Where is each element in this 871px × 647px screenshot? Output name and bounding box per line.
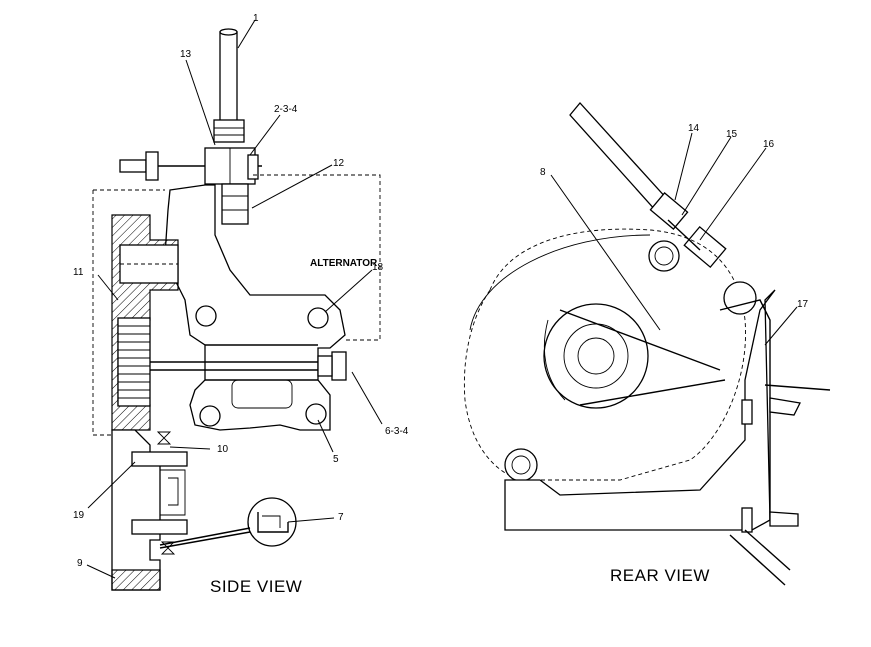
rear-mounting-bracket bbox=[504, 289, 776, 531]
callout-11: 11 bbox=[73, 267, 84, 278]
callout-12: 12 bbox=[333, 158, 345, 169]
pulley-grooves bbox=[117, 317, 151, 407]
upper-pivot-bolt bbox=[648, 240, 680, 272]
bracket-bolt-head bbox=[199, 405, 221, 427]
callout-19: 19 bbox=[73, 510, 85, 521]
callout-9: 9 bbox=[77, 558, 83, 569]
callout-7: 7 bbox=[338, 512, 344, 523]
side-view bbox=[92, 28, 381, 591]
callout-18: 18 bbox=[372, 262, 384, 273]
detail-clip-circle bbox=[159, 497, 297, 549]
adjusting-rod bbox=[213, 28, 245, 143]
bracket-bolt-head bbox=[307, 307, 329, 329]
lower-pivot-bolt bbox=[504, 448, 538, 482]
bracket-bolt-head bbox=[195, 305, 217, 327]
rear-adjusting-rod bbox=[569, 102, 727, 269]
rear-alternator-outline bbox=[464, 228, 746, 481]
callout-15: 15 bbox=[726, 129, 738, 140]
mounting-bracket bbox=[164, 184, 346, 431]
callout-16: 16 bbox=[763, 139, 775, 150]
rear-view bbox=[464, 102, 831, 586]
callout-14: 14 bbox=[688, 123, 700, 134]
adjuster-bolt bbox=[723, 281, 757, 315]
rear-view-title: REAR VIEW bbox=[610, 566, 710, 585]
bracket-bolt-head bbox=[305, 403, 327, 425]
lower-through-bolt bbox=[150, 351, 347, 381]
upper-bolt-assembly bbox=[119, 147, 262, 225]
callout-8: 8 bbox=[540, 167, 546, 178]
callout-2-3-4: 2-3-4 bbox=[274, 104, 298, 115]
callout-13: 13 bbox=[180, 49, 192, 60]
alternator-label: ALTERNATOR bbox=[310, 258, 378, 269]
callout-5: 5 bbox=[333, 454, 339, 465]
rear-pulley bbox=[543, 303, 649, 409]
callout-10: 10 bbox=[217, 444, 229, 455]
callout-1: 1 bbox=[253, 13, 259, 24]
side-view-title: SIDE VIEW bbox=[210, 577, 302, 596]
callout-17: 17 bbox=[797, 299, 809, 310]
drive-belt bbox=[559, 309, 726, 406]
callout-6-3-4: 6-3-4 bbox=[385, 426, 409, 437]
leader-lines bbox=[86, 19, 798, 579]
